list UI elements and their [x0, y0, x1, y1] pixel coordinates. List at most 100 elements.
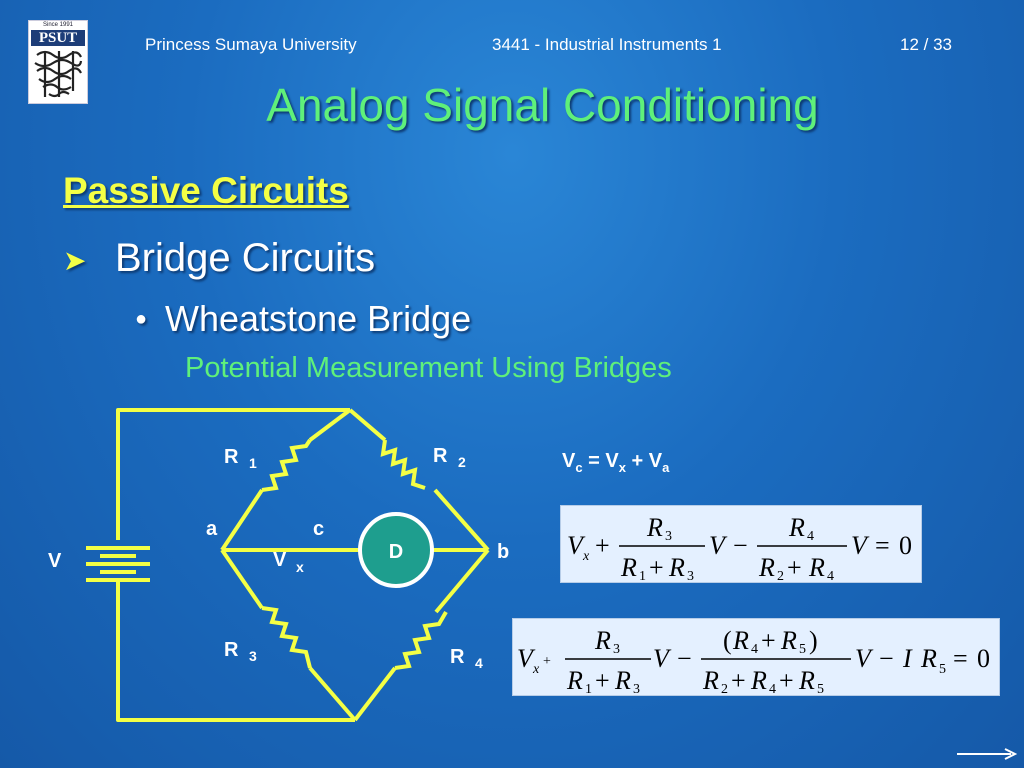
svg-text:R: R — [594, 626, 611, 655]
node-c-label: c — [313, 518, 324, 540]
source-v-label: V — [48, 550, 62, 572]
svg-text:V: V — [653, 644, 672, 673]
svg-text:R: R — [620, 553, 637, 582]
detector-label: D — [389, 541, 403, 563]
label-r1-sub: 1 — [249, 455, 257, 471]
svg-text:R: R — [566, 666, 583, 695]
section-heading: Passive Circuits — [63, 170, 349, 211]
vc-plus: + V — [625, 450, 663, 472]
vx-sub-label: x — [296, 559, 304, 575]
svg-text:R: R — [750, 666, 767, 695]
svg-text:R: R — [920, 644, 937, 673]
svg-text:x: x — [582, 549, 590, 564]
svg-text:1: 1 — [585, 682, 592, 695]
svg-text:+: + — [595, 666, 610, 695]
svg-text:R: R — [614, 666, 631, 695]
svg-text:R: R — [668, 553, 685, 582]
svg-text:4: 4 — [769, 682, 776, 695]
svg-text:5: 5 — [817, 682, 824, 695]
detector-circle — [358, 512, 434, 588]
svg-text:2: 2 — [777, 569, 784, 582]
svg-text:=: = — [875, 531, 890, 560]
resistor-r3 — [261, 606, 312, 669]
svg-text:+: + — [543, 654, 551, 669]
svg-text:R: R — [788, 513, 805, 542]
vc-equation: Vc = Vx + Va — [562, 450, 669, 475]
vc-sub-x: x — [618, 460, 626, 475]
svg-text:R: R — [798, 666, 815, 695]
svg-text:R: R — [808, 553, 825, 582]
logo-emblem-icon — [34, 50, 83, 98]
university-logo: Since 1991 PSUT — [28, 20, 88, 104]
next-slide-arrow-icon[interactable] — [955, 748, 1017, 760]
svg-text:V: V — [709, 531, 728, 560]
vx-label: V — [273, 549, 287, 571]
svg-text:−: − — [733, 531, 748, 560]
svg-text:R: R — [780, 626, 797, 655]
svg-text:3: 3 — [665, 529, 672, 544]
bullet-text: Bridge Circuits — [115, 236, 376, 280]
svg-text:4: 4 — [751, 642, 758, 657]
svg-text:R: R — [702, 666, 719, 695]
bullet-text: Wheatstone Bridge — [165, 298, 472, 339]
slide-title: Analog Signal Conditioning — [266, 79, 819, 131]
vc-sub-c: c — [575, 460, 583, 475]
header-page-number: 12 / 33 — [900, 35, 952, 54]
svg-text:+: + — [779, 666, 794, 695]
svg-text:5: 5 — [939, 662, 946, 677]
svg-text:1: 1 — [639, 569, 646, 582]
label-r2: R — [433, 445, 448, 467]
svg-text:=: = — [953, 644, 968, 673]
svg-text:0: 0 — [977, 644, 990, 673]
resistor-r4 — [394, 610, 448, 670]
svg-text:V: V — [855, 644, 874, 673]
svg-text:−: − — [879, 644, 894, 673]
logo-brand: PSUT — [31, 30, 85, 46]
svg-text:+: + — [761, 626, 776, 655]
node-a-label: a — [206, 518, 218, 540]
label-r3-sub: 3 — [249, 648, 257, 664]
label-r3: R — [224, 639, 239, 661]
resistor-r1 — [261, 438, 312, 492]
svg-text:+: + — [731, 666, 746, 695]
svg-text:3: 3 — [687, 569, 694, 582]
dot-bullet-icon: ● — [135, 308, 148, 330]
svg-text:V: V — [567, 531, 586, 560]
svg-text:3: 3 — [613, 642, 620, 657]
vc-eq: = V — [582, 450, 619, 472]
svg-text:R: R — [646, 513, 663, 542]
svg-text:0: 0 — [899, 531, 912, 560]
svg-text:R: R — [758, 553, 775, 582]
label-r4-sub: 4 — [475, 655, 483, 671]
svg-text:4: 4 — [827, 569, 834, 582]
svg-text:): ) — [809, 626, 818, 655]
svg-text:2: 2 — [721, 682, 728, 695]
svg-text:4: 4 — [807, 529, 814, 544]
label-r4: R — [450, 646, 465, 668]
svg-text:+: + — [787, 553, 802, 582]
vc-v: V — [562, 450, 576, 472]
svg-text:+: + — [649, 553, 664, 582]
svg-text:V: V — [851, 531, 870, 560]
logo-since-text: Since 1991 — [42, 22, 74, 28]
arrow-bullet-icon: ➤ — [63, 245, 87, 276]
svg-text:5: 5 — [799, 642, 806, 657]
svg-text:(: ( — [723, 626, 732, 655]
node-b-label: b — [497, 541, 509, 563]
svg-text:+: + — [595, 531, 610, 560]
resistor-r2 — [380, 439, 426, 490]
circuit-wires — [116, 408, 490, 722]
svg-text:−: − — [677, 644, 692, 673]
svg-text:R: R — [732, 626, 749, 655]
vc-sub-a: a — [662, 460, 670, 475]
sub-heading: Potential Measurement Using Bridges — [185, 352, 672, 384]
header-university: Princess Sumaya University — [145, 35, 357, 54]
svg-text:3: 3 — [633, 682, 640, 695]
svg-text:V: V — [517, 644, 536, 673]
header-course: 3441 - Industrial Instruments 1 — [492, 35, 722, 54]
